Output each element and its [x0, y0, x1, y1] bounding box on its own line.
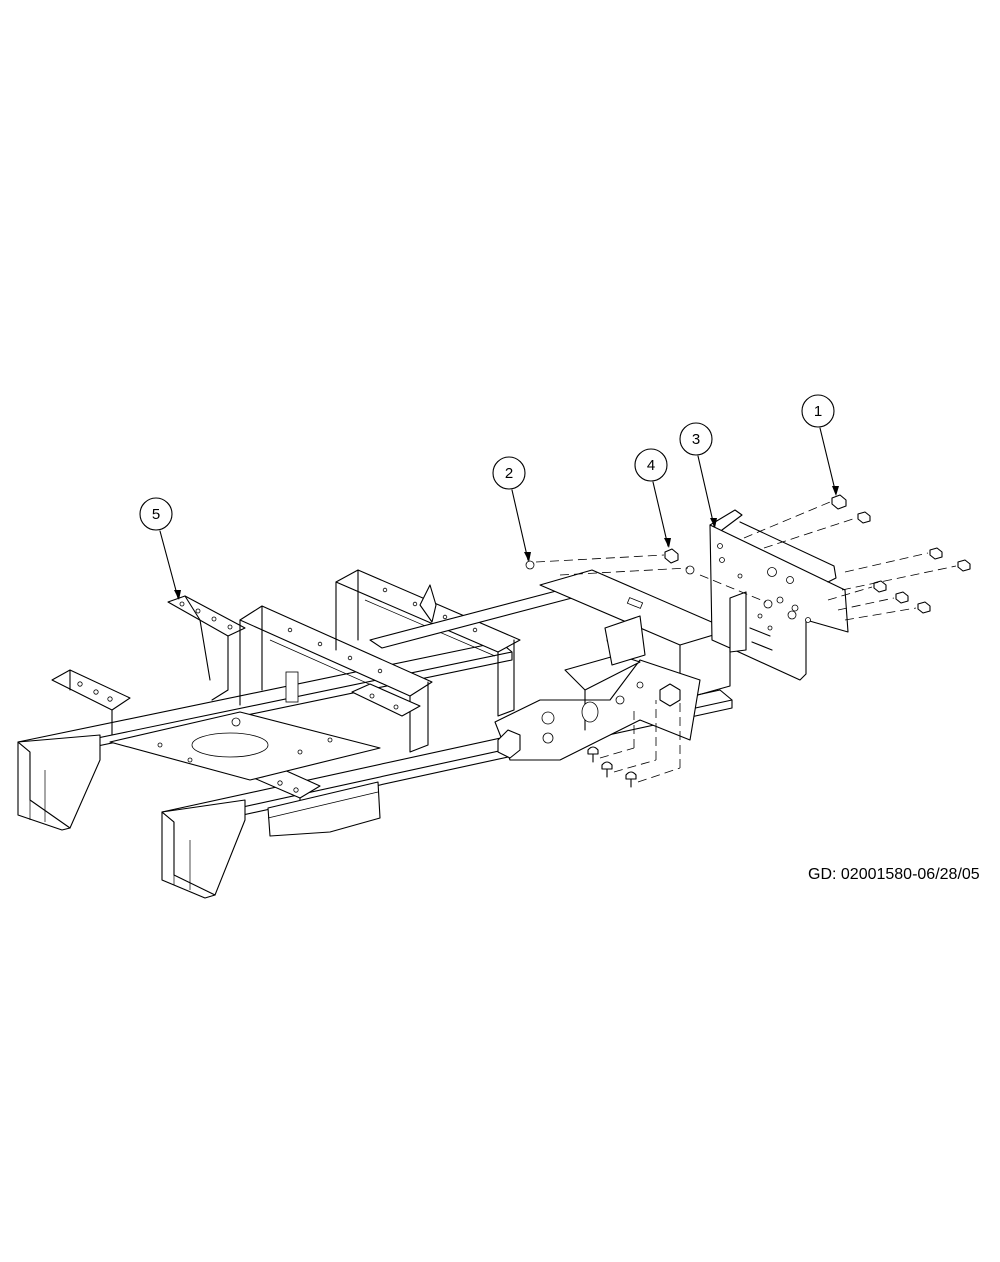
drawing-reference-code: GD: 02001580-06/28/05	[808, 866, 980, 883]
front-mounting-plate	[709, 509, 849, 681]
callout-1-label: 1	[814, 403, 822, 420]
mower-frame	[17, 569, 733, 899]
assembly-lines	[535, 501, 957, 783]
callout-4-label: 4	[647, 457, 655, 474]
callout-5: 5	[139, 497, 181, 600]
callout-3-label: 3	[692, 431, 700, 448]
fasteners	[525, 494, 971, 788]
callout-1: 1	[801, 394, 839, 496]
callout-2-label: 2	[505, 465, 513, 482]
callout-2: 2	[492, 456, 531, 562]
callout-3: 3	[679, 422, 717, 528]
callout-5-label: 5	[152, 506, 160, 523]
callout-4: 4	[634, 448, 671, 548]
